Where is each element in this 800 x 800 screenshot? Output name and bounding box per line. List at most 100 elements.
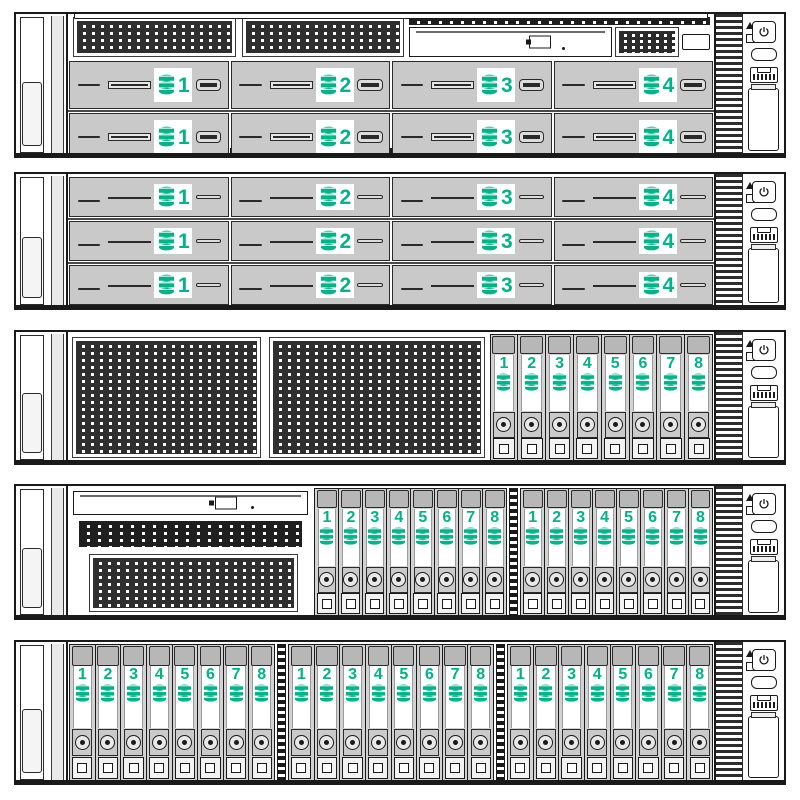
drive-release-tab[interactable]	[393, 645, 415, 666]
usb-port-icon[interactable]	[749, 695, 778, 711]
drive-bay[interactable]: 1	[69, 177, 229, 217]
drive-latch-knob[interactable]	[396, 734, 412, 750]
drive-bay[interactable]: 2	[230, 221, 390, 261]
drive-bay[interactable]: 4	[553, 61, 713, 110]
drive-handle[interactable]	[445, 728, 465, 757]
drive-release-tab[interactable]	[546, 489, 567, 509]
drive-bay[interactable]: 5	[601, 335, 630, 460]
drive-handle[interactable]	[595, 566, 614, 593]
drive-release-tab[interactable]	[575, 336, 599, 355]
drive-handle[interactable]	[547, 566, 566, 593]
drive-latch-knob[interactable]	[663, 417, 679, 433]
drive-handle[interactable]	[691, 566, 710, 593]
drive-latch-knob[interactable]	[496, 417, 512, 433]
drive-latch-knob[interactable]	[635, 417, 651, 433]
drive-latch[interactable]	[562, 200, 585, 203]
drive-bay[interactable]: 2	[230, 177, 390, 217]
drive-release-tab[interactable]	[663, 645, 685, 666]
drive-release-tab[interactable]	[612, 645, 634, 666]
drive-release-tab[interactable]	[317, 489, 337, 509]
drive-bay[interactable]: 6	[636, 645, 662, 780]
drive-latch-knob[interactable]	[512, 734, 528, 750]
drive-bay[interactable]: 5	[411, 489, 436, 615]
drive-latch[interactable]	[77, 200, 101, 203]
drive-release-tab[interactable]	[174, 645, 196, 666]
drive-handle[interactable]	[123, 728, 144, 757]
drive-handle[interactable]	[561, 728, 582, 757]
drive-bay[interactable]: 6	[435, 489, 460, 615]
drive-release-tab[interactable]	[71, 645, 93, 666]
drive-handle[interactable]	[368, 728, 389, 757]
drive-release-tab[interactable]	[340, 489, 361, 509]
drive-latch-knob[interactable]	[525, 572, 541, 588]
drive-handle[interactable]	[389, 566, 409, 593]
drive-handle[interactable]	[291, 728, 312, 757]
drive-bay[interactable]: 1	[521, 489, 546, 615]
drive-latch[interactable]	[400, 244, 424, 247]
drive-latch[interactable]	[239, 244, 262, 247]
drive-bay[interactable]: 8	[483, 489, 507, 615]
drive-bay[interactable]: 2	[533, 645, 560, 780]
drive-handle[interactable]	[576, 411, 598, 438]
drive-latch-knob[interactable]	[293, 734, 309, 750]
usb-port-icon[interactable]	[749, 385, 778, 401]
drive-bay[interactable]: 2	[230, 113, 390, 156]
drive-bay[interactable]: 2	[230, 265, 390, 305]
drive-release-tab[interactable]	[122, 645, 145, 666]
drive-release-tab[interactable]	[522, 489, 543, 509]
drive-latch-knob[interactable]	[345, 734, 361, 750]
drive-latch-knob[interactable]	[74, 734, 90, 750]
drive-latch-knob[interactable]	[343, 572, 359, 588]
drive-latch[interactable]	[239, 136, 262, 139]
usb-port-icon[interactable]	[749, 539, 778, 555]
drive-bay[interactable]: 3	[392, 221, 552, 261]
drive-bay[interactable]: 2	[339, 489, 364, 615]
drive-bay[interactable]: 2	[518, 335, 547, 460]
optical-eject-button[interactable]	[528, 35, 551, 49]
drive-release-tab[interactable]	[594, 489, 615, 509]
power-button-icon[interactable]	[751, 181, 776, 203]
drive-bay[interactable]: 1	[315, 489, 340, 615]
drive-release-tab[interactable]	[560, 645, 583, 666]
optical-drive-bay-1[interactable]	[409, 27, 612, 57]
drive-latch-knob[interactable]	[254, 734, 270, 750]
drive-latch-knob[interactable]	[421, 734, 437, 750]
drive-release-tab[interactable]	[642, 489, 663, 509]
drive-latch-knob[interactable]	[640, 734, 656, 750]
drive-latch-knob[interactable]	[367, 572, 383, 588]
drive-latch[interactable]	[562, 136, 585, 139]
drive-latch[interactable]	[400, 84, 424, 87]
drive-release-tab[interactable]	[341, 645, 364, 666]
drive-bay[interactable]: 8	[689, 489, 712, 615]
drive-bay[interactable]: 3	[569, 489, 594, 615]
drive-latch-knob[interactable]	[552, 417, 568, 433]
drive-release-tab[interactable]	[548, 336, 571, 355]
drive-release-tab[interactable]	[509, 645, 531, 666]
drive-latch-knob[interactable]	[524, 417, 540, 433]
drive-bay[interactable]: 6	[198, 645, 224, 780]
drive-latch-knob[interactable]	[691, 417, 707, 433]
drive-release-tab[interactable]	[659, 336, 683, 355]
drive-handle[interactable]	[667, 566, 686, 593]
drive-release-tab[interactable]	[148, 645, 170, 666]
drive-latch[interactable]	[400, 136, 424, 139]
drive-bay[interactable]: 1	[70, 645, 96, 780]
drive-release-tab[interactable]	[364, 489, 385, 509]
drive-release-tab[interactable]	[316, 645, 338, 666]
drive-bay[interactable]: 2	[230, 61, 390, 110]
drive-release-tab[interactable]	[618, 489, 639, 509]
drive-bay[interactable]: 2	[314, 645, 341, 780]
drive-latch[interactable]	[77, 84, 101, 87]
drive-latch-knob[interactable]	[151, 734, 167, 750]
drive-bay[interactable]: 1	[508, 645, 534, 780]
drive-latch-knob[interactable]	[370, 734, 386, 750]
drive-bay[interactable]: 6	[641, 489, 666, 615]
drive-handle[interactable]	[638, 728, 659, 757]
left-ear-latch-handle[interactable]	[22, 237, 42, 298]
drive-bay[interactable]: 4	[573, 335, 602, 460]
drive-release-tab[interactable]	[666, 489, 687, 509]
drive-bay[interactable]: 5	[617, 489, 642, 615]
drive-release-tab[interactable]	[367, 645, 389, 666]
drive-handle[interactable]	[393, 728, 414, 757]
drive-latch-knob[interactable]	[564, 734, 580, 750]
